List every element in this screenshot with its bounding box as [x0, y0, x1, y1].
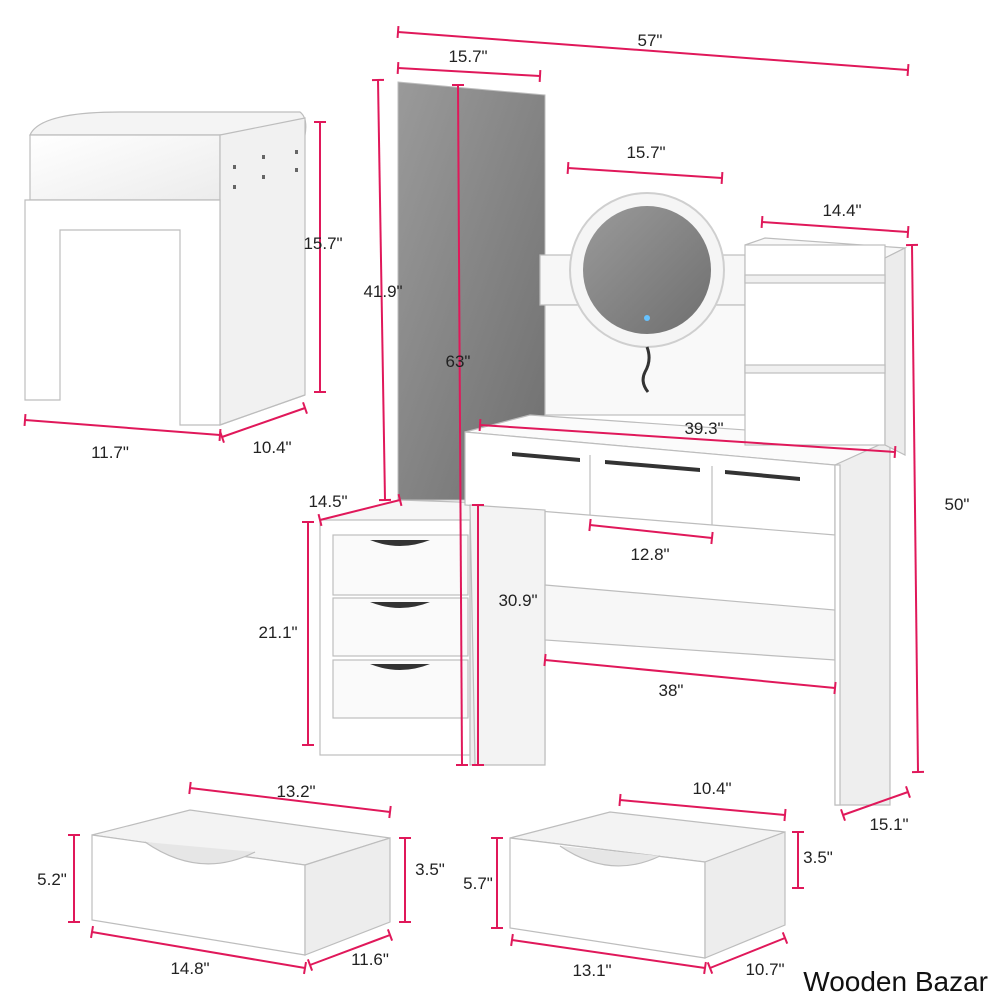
- desk-depth-line-end-tick: [905, 786, 911, 798]
- stool-depth-line-start-tick: [219, 431, 225, 443]
- cabinet-depth-label: 14.5": [308, 492, 347, 511]
- mirror-panel-width-line: [397, 67, 541, 77]
- large-drawer-depth-line: [309, 934, 391, 966]
- large-drawer-width-label: 14.8": [170, 959, 209, 978]
- center-drawer-width-line-start-tick: [588, 518, 592, 532]
- desk-width-line-start-tick: [478, 418, 482, 432]
- round-mirror-width-label: 15.7": [626, 143, 665, 162]
- large-drawer-width-line-start-tick: [90, 925, 94, 939]
- total-height-right-label: 50": [945, 495, 970, 514]
- small-drawer-height-label: 5.7": [463, 874, 493, 893]
- large-drawer-inner-width-label: 13.2": [276, 782, 315, 801]
- dimension-lines: [23, 25, 925, 975]
- small-drawer-width-line-end-tick: [703, 961, 707, 975]
- stool: [24, 111, 307, 426]
- stool-width-line: [24, 419, 221, 436]
- total-height-right-line: [911, 244, 919, 773]
- small-drawer-side-height-label: 3.5": [803, 848, 833, 867]
- small-drawer-width-label: 13.1": [572, 961, 611, 980]
- knee-space-width-label: 38": [659, 681, 684, 700]
- total-height-left-line: [457, 84, 463, 766]
- small-drawer-inner-width-line-end-tick: [783, 808, 787, 822]
- hutch-width-line-start-tick: [760, 215, 764, 229]
- center-drawer-width-line: [589, 524, 713, 539]
- hutch-width-label: 14.4": [822, 201, 861, 220]
- large-drawer-depth-label: 11.6": [351, 950, 389, 969]
- desk-depth-line: [842, 791, 909, 816]
- overall-width-line: [397, 31, 909, 71]
- mirror-panel-width-line-start-tick: [396, 61, 400, 75]
- hutch-width-line: [761, 221, 909, 233]
- round-led-mirror: [569, 192, 725, 393]
- small-drawer: [509, 811, 786, 959]
- desk-height-label: 30.9": [498, 591, 537, 610]
- stool-depth-line-end-tick: [302, 402, 308, 414]
- desk-width-line-end-tick: [893, 445, 897, 459]
- hutch-width-line-end-tick: [906, 225, 910, 239]
- knee-space-width-line-start-tick: [543, 653, 547, 667]
- cabinet-depth-line-end-tick: [397, 493, 403, 507]
- dimension-labels: 57" 15.7" 15.7" 14.4" 15.7" 41.9" 63" 39…: [37, 31, 969, 980]
- mirror-panel-width-line-end-tick: [538, 69, 542, 83]
- watermark: Wooden Bazar: [799, 966, 992, 998]
- small-drawer-inner-width-line-start-tick: [618, 793, 622, 807]
- round-mirror-width-line: [567, 167, 723, 179]
- stool-depth-line: [221, 407, 306, 438]
- desk-width-line: [479, 424, 896, 453]
- large-drawer-width-line: [91, 931, 306, 969]
- small-drawer-depth-line-start-tick: [706, 962, 714, 974]
- desk-depth-line-start-tick: [840, 809, 846, 821]
- round-mirror-width-line-start-tick: [566, 161, 570, 175]
- stool-height-label: 15.7": [303, 234, 342, 253]
- large-drawer-inner-width-line-end-tick: [388, 805, 392, 819]
- panel-height-label: 41.9": [363, 282, 402, 301]
- small-drawer-inner-width-label: 10.4": [692, 779, 731, 798]
- large-drawer-depth-line-end-tick: [386, 929, 394, 941]
- mirror-panel-width-label: 15.7": [448, 47, 487, 66]
- small-drawer-inner-width-line: [619, 799, 786, 816]
- cabinet-height-label: 21.1": [258, 623, 297, 642]
- stool-width-line-start-tick: [23, 413, 27, 427]
- cabinet-depth-line-start-tick: [317, 513, 323, 527]
- small-drawer-width-line: [511, 939, 706, 969]
- knee-space-width-line-end-tick: [833, 681, 837, 695]
- center-drawer-width-label: 12.8": [630, 545, 669, 564]
- side-hutch-shelf: [744, 237, 908, 456]
- knee-space-width-line: [544, 659, 836, 689]
- small-drawer-depth-line-end-tick: [781, 932, 789, 944]
- large-drawer-width-line-end-tick: [303, 961, 307, 975]
- stool-width-line-end-tick: [218, 428, 222, 442]
- desk-depth-label: 15.1": [869, 815, 908, 834]
- large-drawer-side-height-label: 3.5": [415, 860, 445, 879]
- desk-width-label: 39.3": [684, 419, 723, 438]
- cabinet-depth-line: [319, 499, 401, 521]
- large-drawer: [91, 809, 391, 956]
- large-drawer-height-label: 5.2": [37, 870, 67, 889]
- center-drawer-width-line-end-tick: [710, 531, 714, 545]
- large-drawer-inner-width-line-start-tick: [188, 781, 192, 795]
- stool-depth-label: 10.4": [252, 438, 291, 457]
- stool-width-label: 11.7": [91, 443, 129, 462]
- small-drawer-depth-label: 10.7": [745, 960, 784, 979]
- round-mirror-width-line-end-tick: [720, 171, 724, 185]
- overall-width-label: 57": [638, 31, 663, 50]
- large-drawer-inner-width-line: [189, 787, 391, 813]
- total-height-left-label: 63": [446, 352, 471, 371]
- small-drawer-depth-line: [709, 937, 786, 969]
- overall-width-line-end-tick: [906, 63, 910, 77]
- panel-height-line: [377, 79, 386, 501]
- large-drawer-depth-line-start-tick: [306, 959, 314, 971]
- small-drawer-width-line-start-tick: [510, 933, 514, 947]
- overall-width-line-start-tick: [396, 25, 400, 39]
